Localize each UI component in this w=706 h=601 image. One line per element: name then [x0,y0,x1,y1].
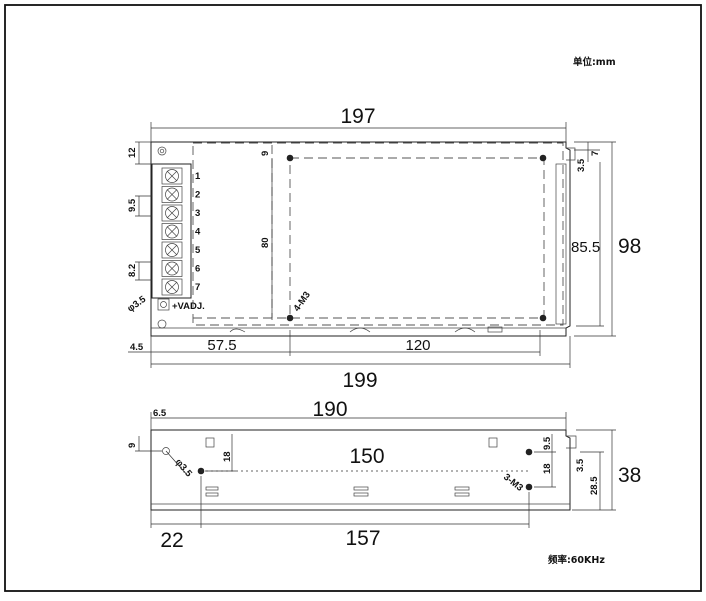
terminal-screw-slot [166,207,178,219]
dim-28-5: 28.5 [589,476,600,495]
unit-label: 单位:mm [573,56,616,68]
lip-arc-3 [454,327,476,333]
slot-1 [205,437,215,448]
mount-hole-1 [286,154,294,162]
dashed-outline [192,142,564,326]
terminal-screw-slot [166,281,178,293]
dim-197: 197 [340,105,375,128]
terminal-screw-slot [166,170,178,182]
terminal-number: 3 [195,208,200,219]
dim-199: 199 [342,369,377,392]
terminal-cell [161,223,183,240]
lip-slot [487,326,503,333]
terminal-cell [161,204,183,222]
dim-98: 98 [618,235,641,258]
dim-7: 7 [590,151,601,156]
corner-hole-tl-inner [159,148,165,154]
terminal-cell [161,260,183,277]
label-3-m3: 3-M3 [501,472,525,494]
label-phi-3-5: φ3.5 [125,294,148,315]
dim-150: 150 [349,445,384,468]
dim-9-5: 9.5 [127,198,138,212]
terminal-number: 4 [195,227,201,238]
dim-22: 22 [160,529,183,552]
terminal-number: 7 [195,282,200,293]
terminal-screw-slot [166,189,178,200]
case-outline [150,141,571,337]
dim-38: 38 [618,464,641,487]
dim-85-5: 85.5 [571,239,600,256]
mount-hole-4 [539,314,547,322]
dim-9-side: 9 [127,443,138,448]
vadj-pot [157,298,170,311]
terminal-number: 5 [195,245,201,256]
terminal-number: 6 [195,264,200,275]
dim-157: 157 [345,527,380,550]
terminal-cell [161,186,183,203]
terminal-number: 1 [195,171,201,182]
side-hole-3 [525,448,533,456]
notch [566,147,576,161]
terminal-cell [161,278,183,296]
dim-3-5-side: 3.5 [575,458,586,472]
terminal-screw [165,280,179,294]
vent-slots [205,486,470,497]
mount-hole-2 [539,154,547,162]
lip-arc-2 [349,327,371,333]
dim-9-top: 9 [260,151,271,156]
dim-3-5-top: 3.5 [576,158,587,172]
dim-18-right: 18 [542,463,553,474]
terminal-screw [165,243,179,257]
terminal-screw [165,169,179,183]
corner-hole-bl [157,319,167,329]
dim-57-5: 57.5 [207,337,236,354]
side-view: 190 6.5 150 22 157 38 28.5 3.5 9 18 [127,398,641,552]
dim-18-left: 18 [222,451,233,462]
terminal-screw-slot [166,244,178,256]
dim-6-5: 6.5 [153,408,167,419]
border [4,4,702,592]
label-phi-side: φ3.5 [173,457,195,480]
dim-4-5: 4.5 [130,342,144,353]
right-fin [555,163,567,325]
lip-arc-1 [229,328,246,333]
frequency-label: 频率:60KHz [548,554,605,566]
terminal-screw [165,206,179,220]
dim-12: 12 [127,147,138,158]
terminal-screw-slot [166,263,178,274]
terminal-cell [161,241,183,259]
label-4-m3: 4-M3 [291,290,312,314]
dim-80: 80 [260,237,271,248]
dim-120: 120 [405,337,430,354]
dim-190: 190 [312,398,347,421]
dim-9-5-side: 9.5 [542,436,553,450]
terminal-block: 1 2 3 4 5 6 7 [151,163,201,311]
mount-area [289,157,545,319]
slot-2 [488,437,498,448]
terminal-screw [165,187,179,202]
dim-8-2: 8.2 [127,264,138,277]
corner-hole-tl [157,146,167,156]
terminal-screw-slot [166,226,178,237]
side-hole-1 [162,447,170,455]
mount-hole-3 [286,314,294,322]
terminal-screw [165,224,179,239]
label-vadj: +VADJ. [172,301,205,312]
terminal-cell [161,167,183,185]
terminal-screw [165,261,179,276]
side-hole-4 [525,483,533,491]
terminal-number: 2 [195,190,200,201]
